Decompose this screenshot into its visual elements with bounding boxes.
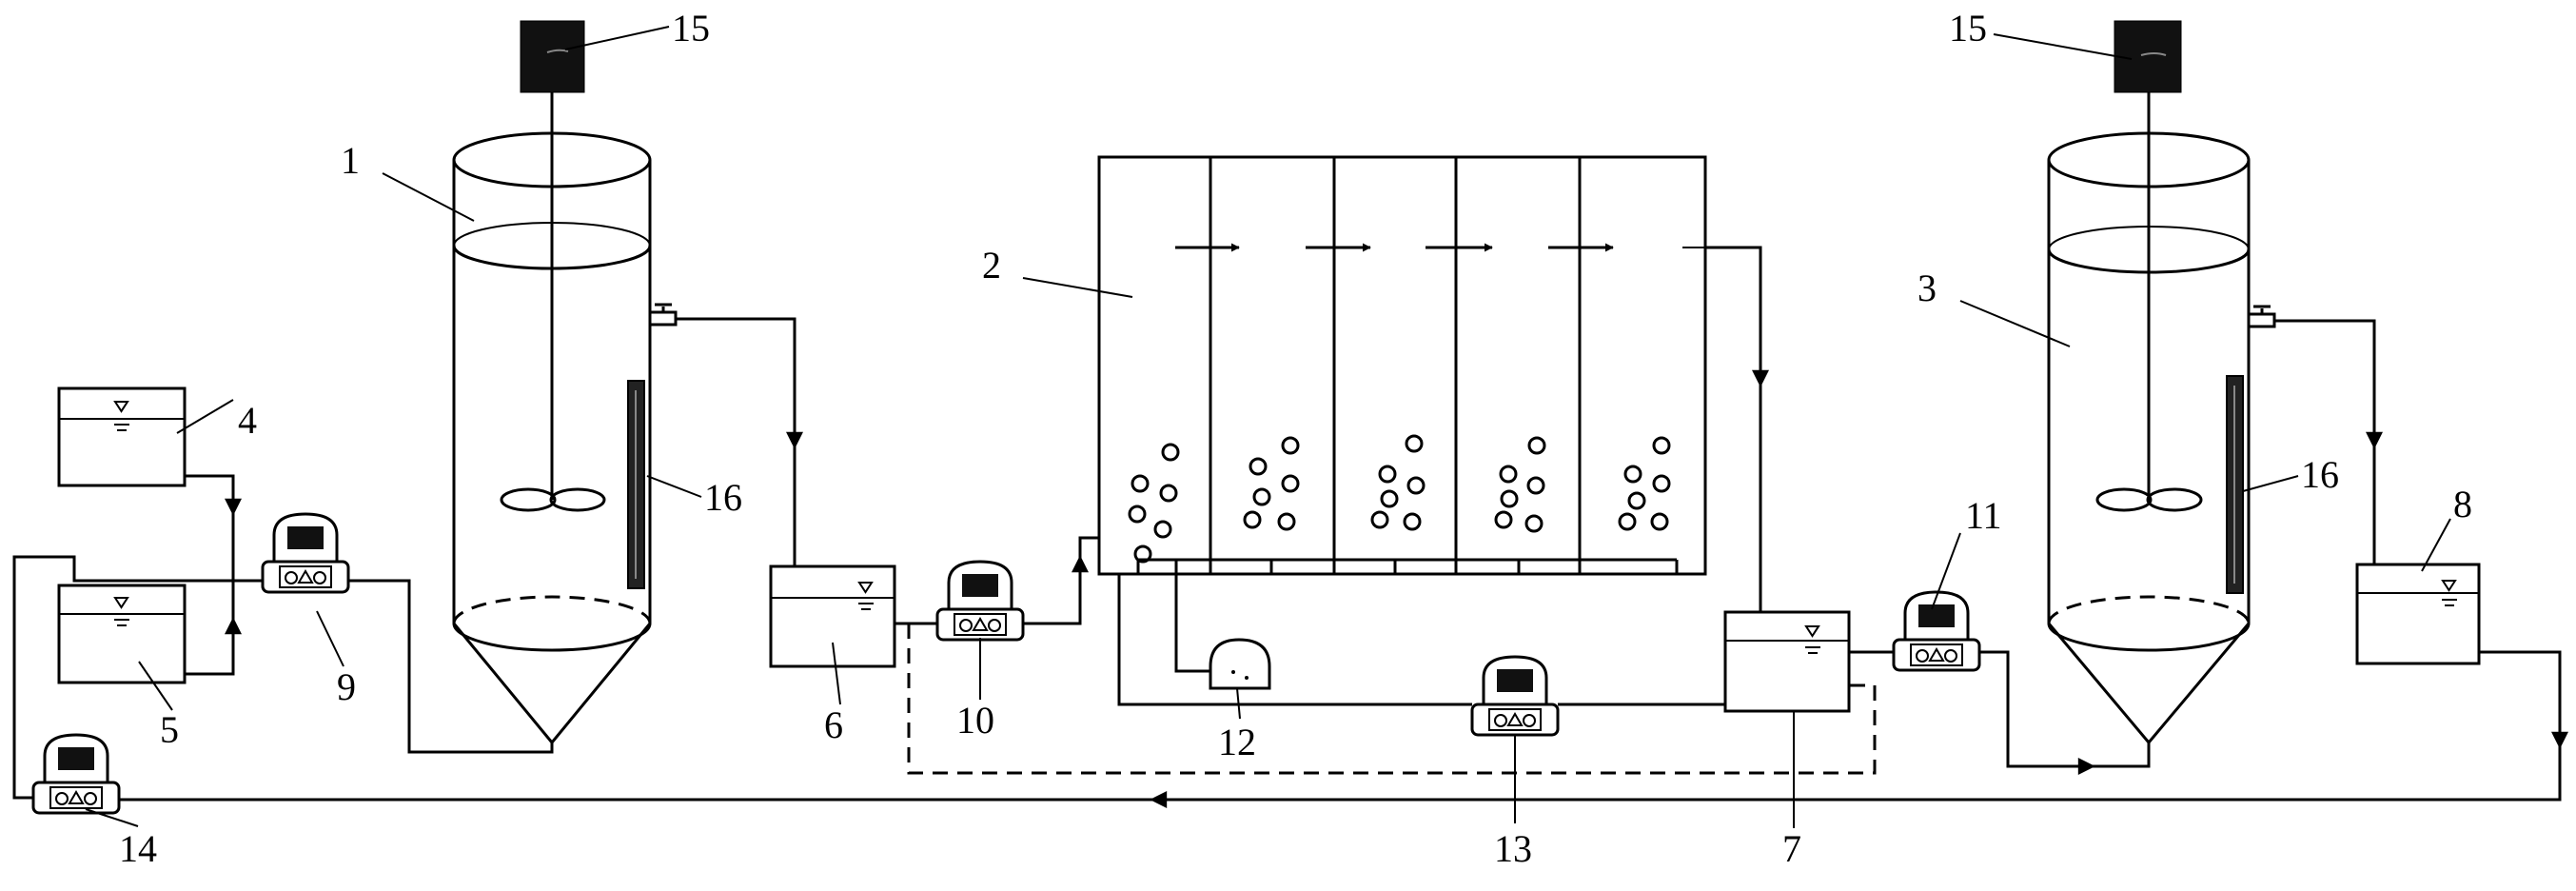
motor-15-right (2114, 20, 2182, 93)
labels: 1 2 3 4 5 6 7 8 9 10 11 12 13 14 15 15 1… (119, 7, 2472, 870)
label-9: 9 (337, 665, 356, 708)
label-11: 11 (1965, 494, 2002, 537)
label-4: 4 (238, 399, 257, 442)
label-16-right: 16 (2301, 453, 2339, 496)
tank-7 (1723, 610, 1851, 713)
air-pump-12 (1209, 638, 1271, 690)
pump-13 (1470, 655, 1560, 737)
tank-6 (769, 564, 896, 668)
label-10: 10 (956, 699, 994, 742)
pump-10 (935, 560, 1025, 642)
leader-lines (85, 26, 2451, 828)
outlet-valve-3 (2247, 305, 2276, 328)
label-12: 12 (1218, 721, 1256, 763)
label-3: 3 (1917, 267, 1937, 309)
label-14: 14 (119, 827, 157, 870)
pump-9 (261, 512, 350, 594)
label-1: 1 (341, 139, 360, 182)
pump-11 (1892, 590, 1981, 672)
pump-14 (31, 733, 121, 815)
aeration-bubbles (1128, 434, 1671, 564)
tank-4 (57, 386, 187, 487)
label-15-left: 15 (672, 7, 710, 50)
tank-8 (2355, 563, 2481, 665)
baffled-tank-2 (1097, 155, 1707, 576)
level-gauge-16-right (2226, 375, 2244, 594)
tank-5 (57, 584, 187, 684)
level-gauge-16-left (627, 380, 645, 589)
piping (12, 246, 2568, 808)
agitator-3 (2095, 90, 2203, 512)
agitator-1 (500, 90, 606, 512)
label-8: 8 (2453, 483, 2472, 525)
label-2: 2 (982, 244, 1001, 287)
motor-15-left (520, 20, 585, 93)
label-5: 5 (160, 708, 179, 751)
label-7: 7 (1782, 827, 1801, 870)
label-16-left: 16 (704, 476, 742, 519)
outlet-valve-1 (648, 303, 678, 327)
label-13: 13 (1494, 827, 1532, 870)
label-6: 6 (824, 703, 843, 746)
label-15-right: 15 (1949, 7, 1987, 50)
